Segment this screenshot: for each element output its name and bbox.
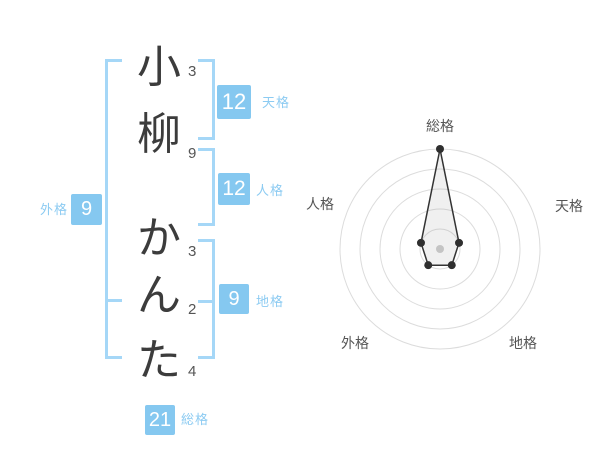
bracket-tick [198, 300, 212, 303]
radar-grid-ring [379, 188, 501, 310]
bracket-tick [108, 356, 122, 359]
name-char: ん [137, 271, 181, 320]
chikaku-bracket [198, 239, 215, 359]
name-char: た [137, 336, 181, 385]
radar-grid-ring [399, 208, 481, 290]
radar-data-point [416, 238, 425, 247]
bracket-tick [198, 239, 212, 242]
gaikaku-bracket [105, 59, 122, 359]
radar-grid-ring [359, 168, 521, 330]
soukaku-badge: 21 [145, 405, 175, 435]
gaikaku-label: 外格 [40, 202, 69, 217]
stroke-count: 9 [188, 145, 197, 162]
soukaku-label: 総格 [181, 412, 210, 427]
jinkaku-bracket [198, 148, 215, 226]
name-char: か [137, 214, 181, 263]
soukaku-value: 21 [148, 408, 172, 431]
chikaku-value: 9 [228, 287, 240, 310]
bracket-tick [108, 299, 122, 302]
bracket-tick [108, 59, 122, 62]
bracket-tick [198, 59, 212, 62]
radar-axis-chikaku: 地格 [509, 335, 537, 351]
radar-data-point [447, 261, 456, 270]
bracket-tick [198, 356, 212, 359]
jinkaku-badge: 12 [218, 173, 250, 205]
gokaku-radar-chart: 総格 天格 地格 外格 人格 [290, 99, 590, 399]
gaikaku-value: 9 [80, 198, 93, 220]
stroke-count: 3 [188, 243, 197, 260]
tenkaku-value: 12 [221, 89, 247, 114]
radar-axis-gaikaku: 外格 [341, 335, 369, 351]
radar-data-point [424, 261, 433, 270]
radar-data-polygon [420, 148, 460, 266]
stroke-count: 4 [188, 363, 197, 380]
radar-chart-canvas [339, 145, 541, 350]
bracket-tick [198, 148, 212, 151]
chikaku-badge: 9 [219, 284, 249, 314]
chikaku-label: 地格 [256, 294, 285, 309]
radar-axis-soukaku: 総格 [426, 118, 454, 134]
tenkaku-label: 天格 [262, 95, 291, 110]
gaikaku-badge: 9 [71, 194, 102, 225]
jinkaku-label: 人格 [256, 183, 285, 198]
bracket-tick [198, 223, 212, 226]
name-char: 柳 [137, 110, 181, 159]
stroke-count: 2 [188, 301, 197, 318]
bracket-tick [198, 137, 212, 140]
radar-axis-tenkaku: 天格 [555, 198, 583, 214]
radar-data-point [455, 238, 464, 247]
stroke-count: 3 [188, 63, 197, 80]
radar-axis-jinkaku: 人格 [306, 196, 334, 212]
name-char: 小 [137, 43, 181, 92]
radar-grid-ring [419, 228, 461, 270]
radar-center-dot [436, 245, 444, 253]
radar-data-point [436, 145, 444, 153]
jinkaku-value: 12 [222, 177, 246, 200]
tenkaku-bracket [198, 59, 215, 140]
tenkaku-badge: 12 [217, 85, 251, 119]
